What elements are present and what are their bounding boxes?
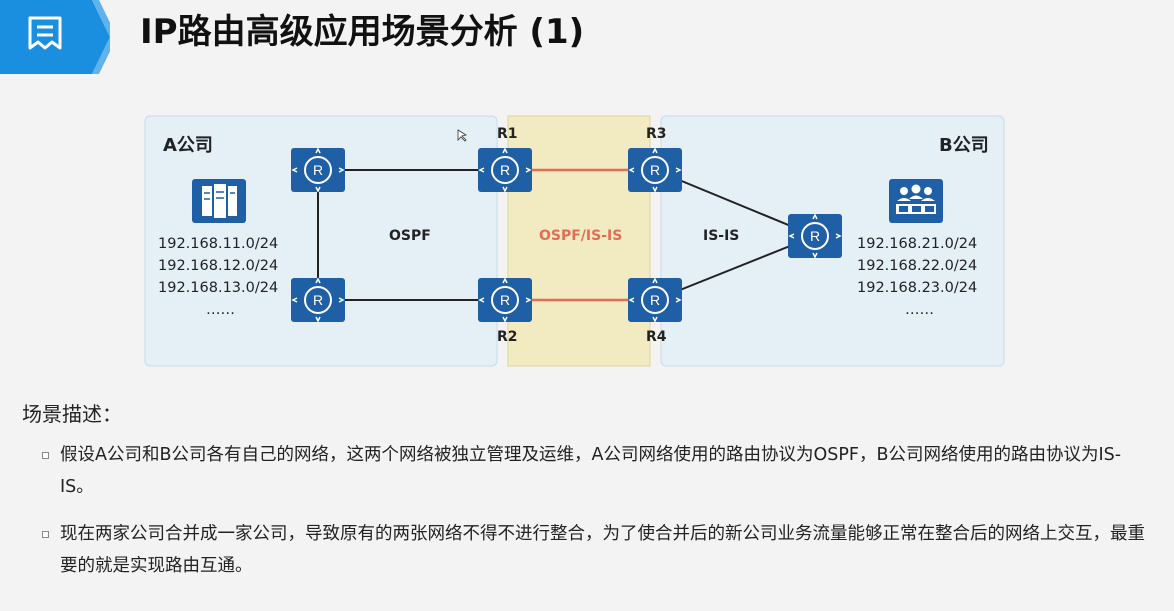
- bullet-item-1: 假设A公司和B公司各有自己的网络，这两个网络被独立管理及运维，A公司网络使用的路…: [42, 439, 1152, 503]
- svg-text:R: R: [313, 162, 323, 178]
- page-title: IP路由高级应用场景分析 (1): [140, 12, 585, 52]
- subnets-a-list: 192.168.11.0/24 192.168.12.0/24 192.168.…: [158, 233, 278, 321]
- svg-text:R: R: [500, 292, 510, 308]
- router-r3: R: [628, 147, 682, 193]
- subnet-item: 192.168.21.0/24: [857, 236, 978, 252]
- subnet-item: 192.168.22.0/24: [857, 258, 978, 274]
- cursor-icon: [457, 129, 468, 142]
- svg-text:R: R: [650, 292, 660, 308]
- router-r3-label: R3: [646, 126, 667, 142]
- users-icon: [889, 179, 943, 223]
- svg-text:R: R: [650, 162, 660, 178]
- router-r2: R: [478, 277, 532, 323]
- protocol-mid-label: OSPF/IS-IS: [539, 228, 623, 244]
- document-icon: [28, 16, 62, 50]
- subnet-item: 192.168.23.0/24: [857, 280, 978, 296]
- router-r2-label: R2: [497, 329, 518, 345]
- router-a2: R: [291, 277, 345, 323]
- subnet-item: ……: [905, 302, 934, 318]
- bullet-text: 现在两家公司合并成一家公司，导致原有的两张网络不得不进行整合，为了使合并后的新公…: [60, 524, 1145, 576]
- svg-text:R: R: [500, 162, 510, 178]
- header-badge: [0, 0, 110, 74]
- subnet-item: 192.168.11.0/24: [158, 236, 279, 252]
- section-title: 场景描述：: [22, 402, 122, 426]
- router-r1-label: R1: [497, 126, 518, 142]
- router-r4: R: [628, 277, 682, 323]
- company-b-label: B公司: [939, 135, 989, 156]
- subnets-b-list: 192.168.21.0/24 192.168.22.0/24 192.168.…: [857, 233, 977, 321]
- subnet-item: ……: [206, 302, 235, 318]
- company-a-zone: [144, 115, 498, 367]
- bullet-marker-icon: [42, 531, 49, 538]
- router-r1: R: [478, 147, 532, 193]
- protocol-a-label: OSPF: [389, 228, 431, 244]
- protocol-b-label: IS-IS: [703, 228, 740, 244]
- bullet-text: 假设A公司和B公司各有自己的网络，这两个网络被独立管理及运维，A公司网络使用的路…: [60, 445, 1122, 497]
- subnet-item: 192.168.12.0/24: [158, 258, 279, 274]
- bullet-marker-icon: [42, 452, 49, 459]
- bullet-item-2: 现在两家公司合并成一家公司，导致原有的两张网络不得不进行整合，为了使合并后的新公…: [42, 518, 1152, 582]
- router-a1: R: [291, 147, 345, 193]
- router-b-core: R: [788, 213, 842, 259]
- server-icon: [192, 179, 246, 223]
- svg-text:R: R: [810, 228, 820, 244]
- subnet-item: 192.168.13.0/24: [158, 280, 279, 296]
- svg-text:R: R: [313, 292, 323, 308]
- company-a-label: A公司: [163, 135, 213, 156]
- router-r4-label: R4: [646, 329, 667, 345]
